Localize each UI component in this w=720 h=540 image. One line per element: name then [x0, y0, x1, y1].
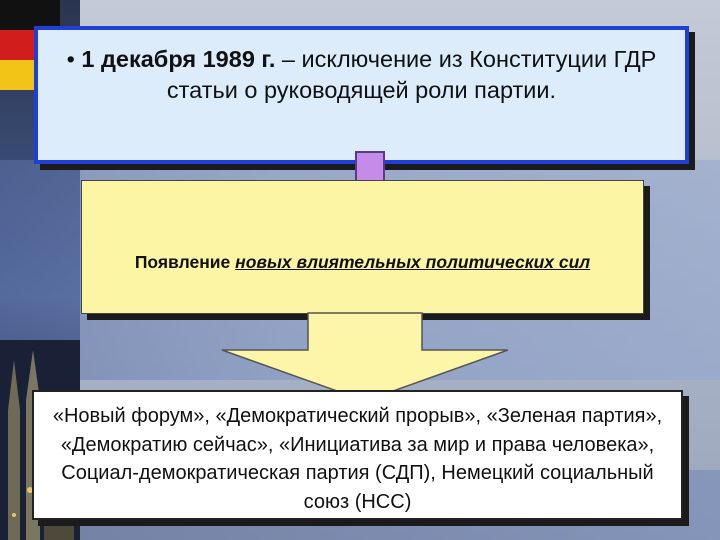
consequence-prefix: Появление — [134, 252, 236, 272]
parties-list-box: «Новый форум», «Демократический прорыв»,… — [32, 390, 683, 520]
parties-list-text: «Новый форум», «Демократический прорыв»,… — [52, 405, 663, 513]
event-text: – исключение из Конституции ГДР статьи о… — [166, 46, 657, 103]
consequence-emphasis: новых влиятельных политических сил — [235, 252, 591, 272]
bullet: • — [66, 46, 75, 72]
large-down-arrow-icon — [221, 312, 509, 402]
event-box: • 1 декабря 1989 г. – исключение из Конс… — [34, 26, 689, 164]
event-date: 1 декабря 1989 г. — [81, 46, 276, 72]
consequence-box: Появление новых влиятельных политических… — [81, 180, 644, 314]
